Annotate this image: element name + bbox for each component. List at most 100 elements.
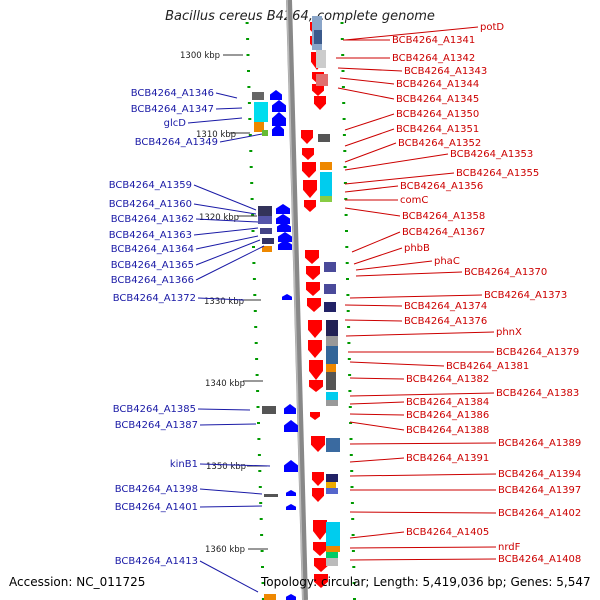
tick-dash (346, 278, 349, 280)
gene-arrow-forward (312, 488, 324, 502)
tick-dash (352, 566, 356, 568)
gene-label: BCB4264_A1353 (450, 149, 533, 160)
gene-arrow-forward (302, 148, 314, 160)
gene-label: BCB4264_A1347 (131, 104, 214, 115)
tick-dash (350, 486, 354, 488)
leader-line (344, 142, 397, 163)
annotation-block (254, 102, 268, 122)
annotation-block (324, 284, 336, 294)
leader-line (187, 117, 243, 124)
leader-line (349, 421, 405, 431)
leader-line (349, 377, 405, 380)
gene-arrow-reverse (270, 90, 282, 100)
annotation-block (320, 196, 332, 202)
leader-line (215, 92, 238, 99)
leader-line (197, 408, 251, 411)
leader-line (353, 247, 403, 265)
gene-label: BCB4264_A1359 (109, 180, 192, 191)
gene-label: BCB4264_A1413 (115, 556, 198, 567)
tick-dash (341, 70, 345, 72)
gene-arrow-forward (306, 266, 320, 280)
tick-dash (246, 54, 250, 56)
gene-label: BCB4264_A1387 (115, 420, 198, 431)
gene-label: BCB4264_A1386 (406, 410, 489, 421)
gene-label: BCB4264_A1367 (402, 227, 485, 238)
gene-label: BCB4264_A1401 (115, 502, 198, 513)
gene-label: BCB4264_A1381 (446, 361, 529, 372)
tick-dash (351, 518, 355, 520)
annotation-block (326, 488, 338, 494)
gene-arrow-reverse (284, 404, 296, 414)
annotation-block (326, 438, 340, 452)
leader-line (193, 184, 257, 211)
tick-dash (342, 118, 346, 120)
leader-line (199, 423, 257, 426)
annotation-block (314, 30, 322, 44)
leader-line (193, 203, 257, 215)
gene-label: BCB4264_A1402 (498, 508, 581, 519)
scale-tick-label: 1330 kbp (204, 297, 244, 307)
tick-dash (341, 86, 345, 88)
gene-arrow-reverse (278, 232, 292, 242)
leader-line (344, 26, 479, 41)
gene-arrow-reverse (282, 294, 292, 300)
gene-label: BCB4264_A1366 (111, 275, 194, 286)
gene-arrow-forward (314, 574, 328, 588)
leader-line (344, 207, 401, 217)
gene-label: BCB4264_A1389 (498, 438, 581, 449)
gene-label: BCB4264_A1372 (113, 293, 196, 304)
annotation-block (262, 238, 274, 244)
tick-dash (260, 534, 264, 536)
tick-dash (347, 358, 351, 360)
gene-arrow-forward (310, 412, 320, 420)
gene-label: glcD (164, 118, 187, 129)
gene-label: BCB4264_A1360 (109, 199, 192, 210)
gene-arrow-forward (303, 180, 317, 198)
tick-dash (349, 454, 353, 456)
leader-line (199, 488, 263, 495)
backbone-line (286, 0, 308, 600)
gene-arrow-forward (308, 340, 322, 358)
annotation-block (324, 302, 336, 312)
leader-line (355, 260, 433, 271)
tick-dash (261, 566, 264, 568)
gene-label: BCB4264_A1364 (111, 244, 194, 255)
leader-line (345, 331, 495, 337)
gene-label: BCB4264_A1379 (496, 347, 579, 358)
gene-label: BCB4264_A1408 (498, 554, 581, 565)
gene-arrow-reverse (286, 594, 296, 600)
gene-arrow-forward (304, 200, 316, 212)
tick-dash (247, 86, 251, 88)
tick-dash (348, 406, 352, 408)
leader-line (349, 401, 405, 405)
gene-label: phbB (404, 243, 430, 254)
tick-dash (254, 326, 258, 328)
gene-arrow-reverse (286, 504, 296, 510)
gene-arrow-reverse (276, 214, 290, 224)
tick-dash (341, 54, 345, 56)
gene-arrow-forward (311, 436, 325, 452)
tick-dash (255, 358, 259, 360)
leader-line (199, 463, 271, 467)
annotation-block (326, 320, 338, 336)
tick-dash (248, 118, 252, 120)
gene-label: BCB4264_A1351 (396, 124, 479, 135)
leader-line (344, 153, 449, 171)
annotation-block (326, 522, 340, 546)
leader-line (349, 511, 497, 514)
annotation-block (326, 346, 338, 364)
leader-line (344, 128, 395, 147)
tick-dash (343, 182, 347, 184)
tick-dash (346, 310, 350, 312)
gene-label: BCB4264_A1394 (498, 469, 581, 480)
tick-dash (250, 182, 254, 184)
leader-line (349, 294, 483, 299)
leader-line (349, 473, 497, 477)
scale-tick-label: 1350 kbp (206, 462, 246, 472)
leader-line (344, 113, 395, 131)
tick-dash (345, 246, 349, 248)
tick-dash (252, 278, 256, 280)
leader-line (193, 227, 259, 236)
gene-arrow-reverse (284, 460, 298, 472)
tick-dash (253, 310, 257, 312)
